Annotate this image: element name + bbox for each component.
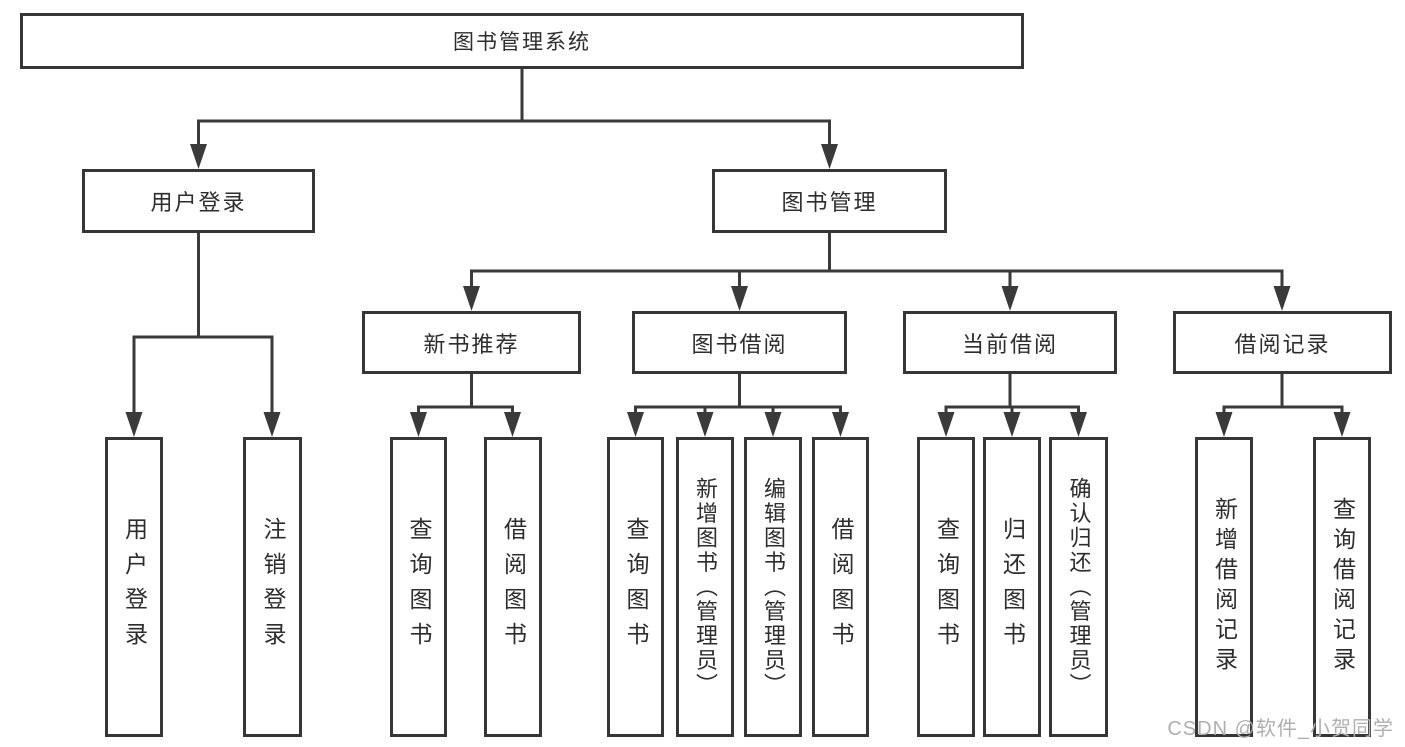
leaf-add-book-admin: 新增图书（管理员）: [676, 437, 734, 737]
arrowhead-down-icon: [190, 144, 207, 169]
leaf-logout: 注销登录: [243, 437, 302, 737]
leaf-return-book: 归还图书: [983, 437, 1041, 737]
arrowhead-down-icon: [696, 412, 714, 437]
arrowhead-down-icon: [410, 412, 427, 437]
node-label: 编辑图书（管理员）: [761, 476, 786, 698]
connector-root-to-level2: [197, 69, 831, 146]
node-label: 查询图书: [406, 517, 432, 657]
leaf-user-login: 用户登录: [105, 437, 163, 737]
arrowhead-down-icon: [821, 144, 838, 169]
leaf-edit-book-admin: 编辑图书（管理员）: [744, 437, 802, 737]
node-label: 用户登录: [150, 190, 247, 215]
node-label: 借阅图书: [500, 517, 527, 657]
leaf-query-borrow-record: 查询借阅记录: [1313, 437, 1371, 737]
arrowhead-down-icon: [1333, 412, 1351, 437]
node-label: 确认归还（管理员）: [1066, 476, 1092, 698]
node-label: 新增图书（管理员）: [693, 476, 718, 698]
node-label: 查询借阅记录: [1329, 497, 1356, 677]
node-new-book-recommend: 新书推荐: [362, 311, 581, 374]
arrowhead-down-icon: [504, 412, 521, 437]
node-label: 查询图书: [623, 517, 649, 657]
arrowhead-down-icon: [1215, 412, 1233, 437]
connector-current-borrow-children: [944, 374, 1080, 413]
node-label: 新书推荐: [423, 331, 520, 357]
arrowhead-down-icon: [463, 286, 480, 311]
node-label: 用户登录: [121, 517, 148, 657]
node-label: 借阅记录: [1234, 331, 1331, 357]
leaf-confirm-return-admin: 确认归还（管理员）: [1049, 437, 1108, 737]
arrowhead-down-icon: [832, 412, 849, 437]
node-label: 图书借阅: [691, 331, 788, 357]
arrowhead-down-icon: [1070, 412, 1087, 437]
node-label: 注销登录: [260, 517, 286, 657]
arrowhead-down-icon: [764, 412, 782, 437]
node-label: 当前借阅: [961, 331, 1058, 357]
node-label: 图书管理系统: [453, 31, 591, 54]
node-label: 查询图书: [933, 517, 960, 657]
arrowhead-down-icon: [1003, 412, 1021, 437]
connector-new-book-children: [417, 374, 514, 413]
leaf-query-books-borrow: 查询图书: [607, 437, 664, 737]
node-root-library-system: 图书管理系统: [20, 13, 1024, 69]
node-label: 图书管理: [781, 190, 878, 215]
csdn-watermark: CSDN @软件_小贺同学: [1167, 718, 1394, 740]
leaf-borrow-books-recommend: 借阅图书: [484, 437, 542, 737]
connector-borrow-record-children: [1222, 374, 1344, 413]
node-label: 新增借阅记录: [1211, 497, 1238, 677]
arrowhead-down-icon: [627, 412, 644, 437]
leaf-query-books-current: 查询图书: [917, 437, 975, 737]
node-book-management: 图书管理: [712, 169, 947, 233]
node-current-borrow: 当前借阅: [903, 311, 1117, 374]
connector-book-mgmt-children: [470, 233, 1284, 286]
node-borrow-records: 借阅记录: [1173, 311, 1392, 374]
arrowhead-down-icon: [731, 286, 748, 311]
connector-user-login-children: [132, 233, 274, 412]
arrowhead-down-icon: [125, 412, 143, 437]
arrowhead-down-icon: [1273, 286, 1291, 311]
arrowhead-down-icon: [937, 412, 955, 437]
arrowhead-down-icon: [1001, 286, 1019, 311]
arrowhead-down-icon: [263, 412, 281, 437]
node-user-login: 用户登录: [82, 169, 315, 233]
node-book-borrow: 图书借阅: [632, 311, 847, 374]
leaf-add-borrow-record: 新增借阅记录: [1195, 437, 1253, 737]
node-label: 归还图书: [999, 517, 1026, 657]
leaf-borrow-books-borrow: 借阅图书: [812, 437, 869, 737]
connector-book-borrow-children: [634, 374, 842, 413]
node-label: 借阅图书: [828, 517, 854, 657]
leaf-query-books-recommend: 查询图书: [390, 437, 447, 737]
